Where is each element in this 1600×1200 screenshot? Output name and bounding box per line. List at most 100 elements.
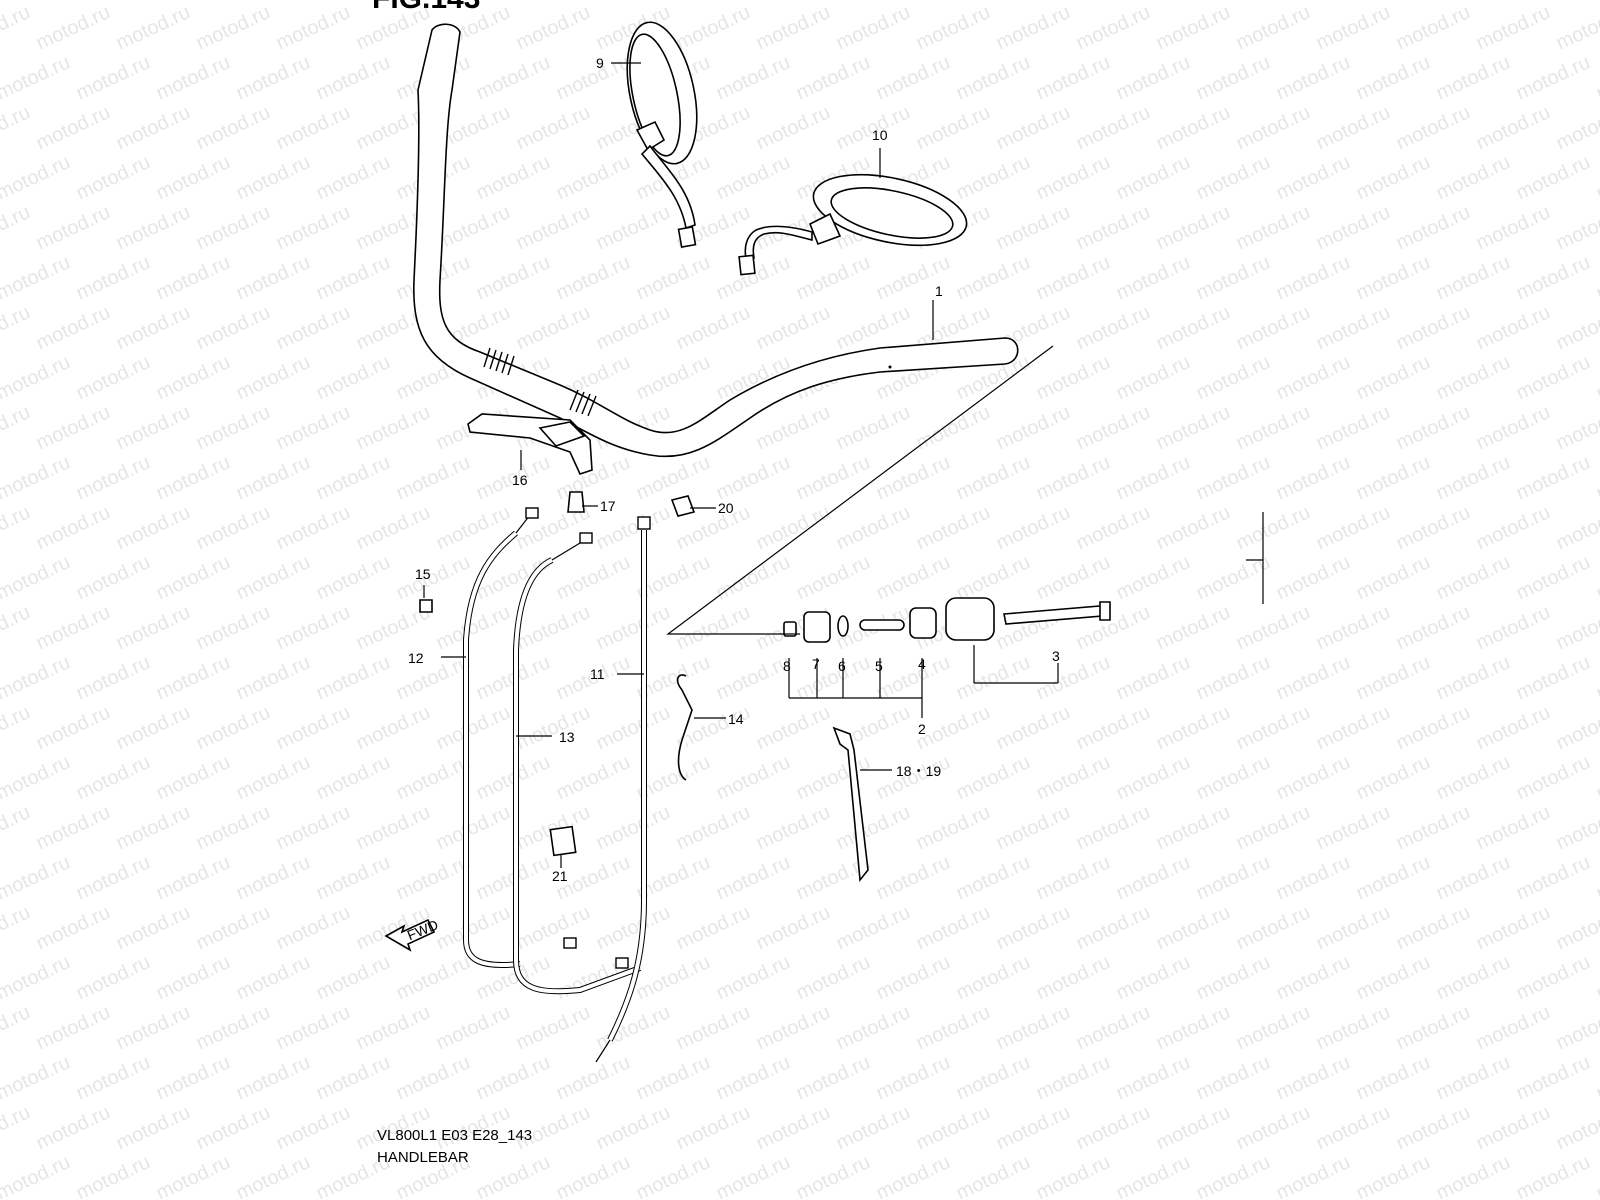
watermark-text: motod.ru xyxy=(1353,651,1434,704)
watermark-text: motod.ru xyxy=(1113,551,1194,604)
watermark-text: motod.ru xyxy=(153,51,234,104)
watermark-text: motod.ru xyxy=(1473,1101,1554,1154)
figure-title: FIG.143 xyxy=(372,0,480,14)
watermark-text: motod.ru xyxy=(833,1,914,54)
watermark-text: motod.ru xyxy=(473,0,554,5)
bracket-part xyxy=(467,413,593,513)
watermark-text: motod.ru xyxy=(1553,501,1600,554)
watermark-text: motod.ru xyxy=(1273,251,1354,304)
watermark-text: motod.ru xyxy=(553,151,634,204)
watermark-text: motod.ru xyxy=(113,101,194,154)
watermark-text: motod.ru xyxy=(1513,551,1594,604)
watermark-text: motod.ru xyxy=(713,451,794,504)
watermark-text: motod.ru xyxy=(993,901,1074,954)
callout-18-19: 18・19 xyxy=(896,763,941,779)
watermark-text: motod.ru xyxy=(273,901,354,954)
watermark-text: motod.ru xyxy=(433,701,514,754)
watermark-text: motod.ru xyxy=(233,1051,314,1104)
callout-16: 16 xyxy=(512,472,528,488)
watermark-text: motod.ru xyxy=(1593,151,1600,204)
watermark-text: motod.ru xyxy=(913,901,994,954)
watermark-text: motod.ru xyxy=(1033,1151,1114,1200)
watermark-text: motod.ru xyxy=(1153,901,1234,954)
watermark-text: motod.ru xyxy=(153,251,234,304)
watermark-text: motod.ru xyxy=(553,451,634,504)
bar-end-weight-assembly xyxy=(783,597,1111,643)
watermark-text: motod.ru xyxy=(513,201,594,254)
watermark-text: motod.ru xyxy=(1073,1101,1154,1154)
watermark-text: motod.ru xyxy=(553,251,634,304)
callout-labels: 1 2 3 4 5 6 7 8 9 10 11 12 13 14 15 16 1… xyxy=(408,55,1060,884)
watermark-text: motod.ru xyxy=(1033,551,1114,604)
watermark-text: motod.ru xyxy=(1393,301,1474,354)
watermark-text: motod.ru xyxy=(1113,51,1194,104)
watermark-text: motod.ru xyxy=(393,651,474,704)
watermark-text: motod.ru xyxy=(393,951,474,1004)
watermark-text: motod.ru xyxy=(273,1001,354,1054)
watermark-text: motod.ru xyxy=(113,1,194,54)
watermark-text: motod.ru xyxy=(913,401,994,454)
watermark-text: motod.ru xyxy=(873,0,954,5)
watermark-text: motod.ru xyxy=(1233,1001,1314,1054)
watermark-text: motod.ru xyxy=(313,951,394,1004)
callout-14: 14 xyxy=(728,711,744,727)
watermark-text: motod.ru xyxy=(193,201,274,254)
callout-12: 12 xyxy=(408,650,424,666)
watermark-text: motod.ru xyxy=(793,51,874,104)
watermark-text: motod.ru xyxy=(1433,1151,1514,1200)
callout-6: 6 xyxy=(838,658,846,674)
watermark-text: motod.ru xyxy=(393,551,474,604)
watermark-text: motod.ru xyxy=(1233,1101,1314,1154)
watermark-text: motod.ru xyxy=(553,1051,634,1104)
watermark-text: motod.ru xyxy=(1113,251,1194,304)
watermark-text: motod.ru xyxy=(1353,151,1434,204)
watermark-text: motod.ru xyxy=(1393,401,1474,454)
watermark-text: motod.ru xyxy=(153,651,234,704)
watermark-text: motod.ru xyxy=(633,951,714,1004)
watermark-text: motod.ru xyxy=(153,851,234,904)
watermark-text: motod.ru xyxy=(873,651,954,704)
watermark-text: motod.ru xyxy=(313,151,394,204)
watermark-text: motod.ru xyxy=(113,801,194,854)
watermark-text: motod.ru xyxy=(1313,601,1394,654)
watermark-text: motod.ru xyxy=(0,451,74,504)
watermark-text: motod.ru xyxy=(993,801,1074,854)
watermark-text: motod.ru xyxy=(513,701,594,754)
watermark-text: motod.ru xyxy=(273,601,354,654)
watermark-text: motod.ru xyxy=(1273,851,1354,904)
callout-5: 5 xyxy=(875,658,883,674)
callout-3: 3 xyxy=(1052,648,1060,664)
watermark-text: motod.ru xyxy=(1273,351,1354,404)
watermark-text: motod.ru xyxy=(1153,501,1234,554)
watermark-text: motod.ru xyxy=(1033,751,1114,804)
watermark-text: motod.ru xyxy=(913,801,994,854)
watermark-text: motod.ru xyxy=(113,401,194,454)
watermark-text: motod.ru xyxy=(1593,451,1600,504)
watermark-text: motod.ru xyxy=(353,701,434,754)
watermark-text: motod.ru xyxy=(1353,0,1434,5)
mirror-right-part xyxy=(738,173,968,276)
watermark-text: motod.ru xyxy=(193,1101,274,1154)
watermark-text: motod.ru xyxy=(313,1051,394,1104)
watermark-text: motod.ru xyxy=(1393,501,1474,554)
callout-10: 10 xyxy=(872,127,888,143)
watermark-text: motod.ru xyxy=(1033,51,1114,104)
watermark-text: motod.ru xyxy=(993,101,1074,154)
watermark-text: motod.ru xyxy=(1113,151,1194,204)
watermark-text: motod.ru xyxy=(193,601,274,654)
watermark-text: motod.ru xyxy=(1113,451,1194,504)
watermark-text: motod.ru xyxy=(473,551,554,604)
watermark-text: motod.ru xyxy=(1593,251,1600,304)
watermark-text: motod.ru xyxy=(153,351,234,404)
watermark-text: motod.ru xyxy=(113,901,194,954)
watermark-text: motod.ru xyxy=(0,901,34,954)
cable-tie-part xyxy=(832,726,869,883)
watermark-text: motod.ru xyxy=(1393,101,1474,154)
wire-clip-part xyxy=(676,674,693,781)
watermark-text: motod.ru xyxy=(1393,1001,1474,1054)
watermark-text: motod.ru xyxy=(473,1151,554,1200)
watermark-text: motod.ru xyxy=(1553,101,1600,154)
watermark-text: motod.ru xyxy=(833,801,914,854)
watermark-text: motod.ru xyxy=(33,501,114,554)
watermark-text: motod.ru xyxy=(793,751,874,804)
